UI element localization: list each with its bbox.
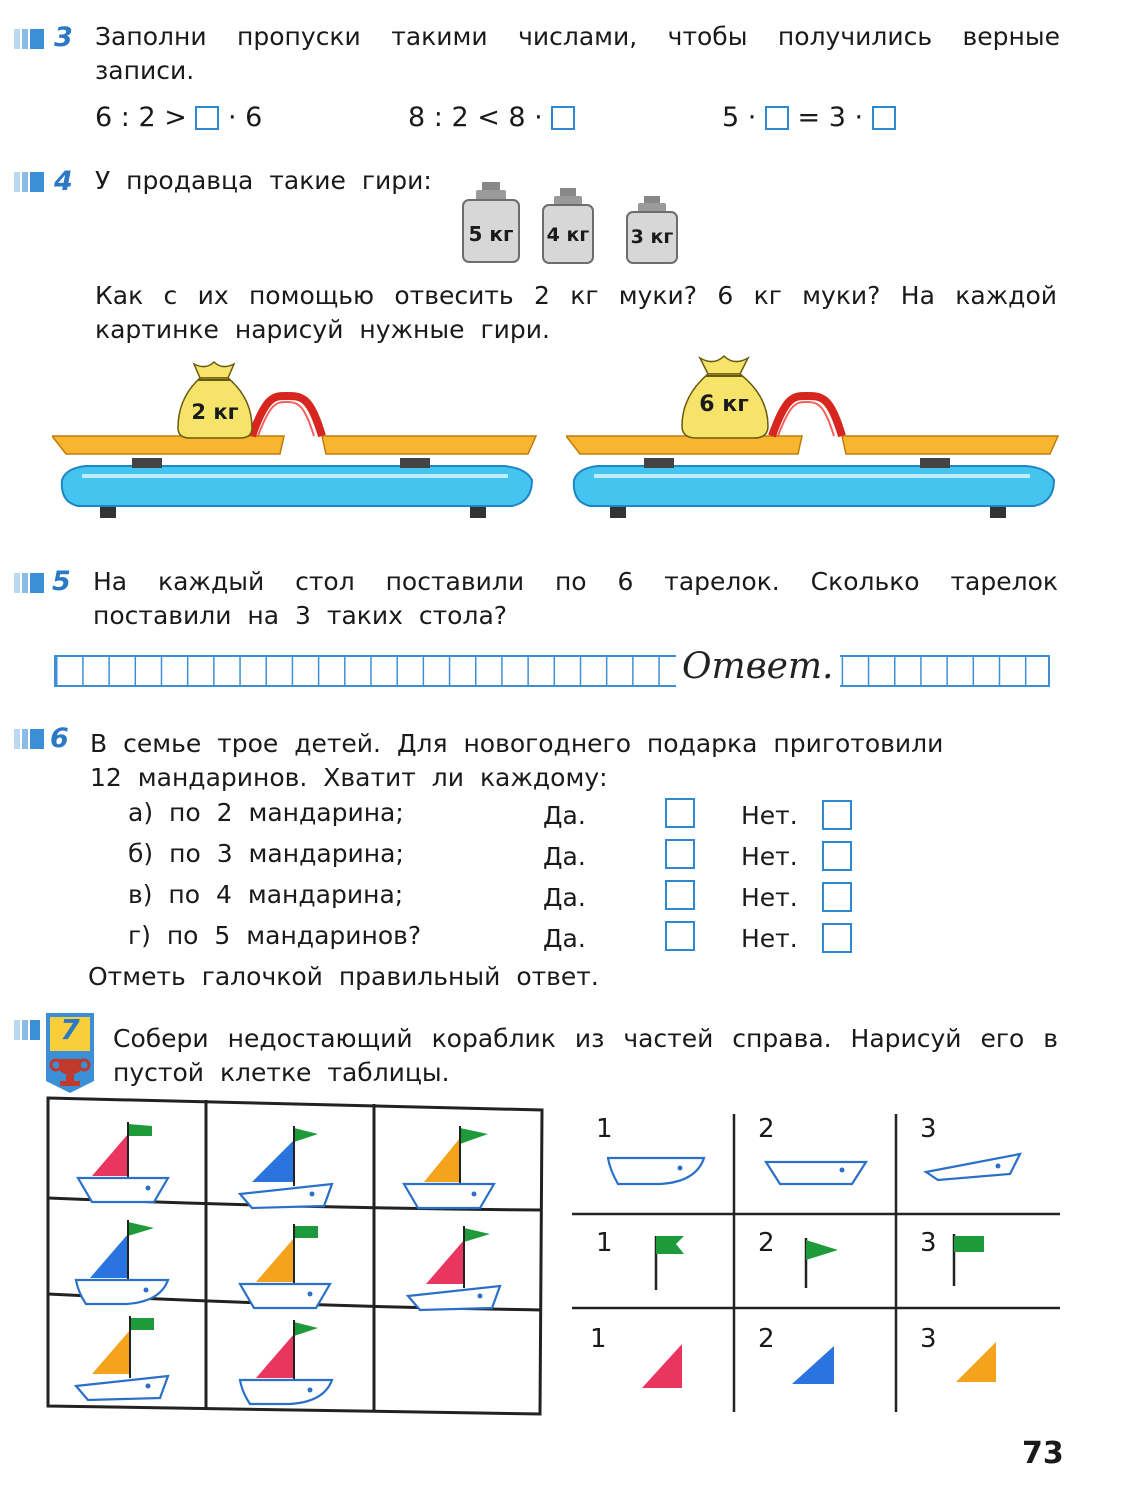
task-3-expression-1: 6 : 2 > · 6 — [95, 102, 262, 133]
hull-part — [763, 1160, 869, 1186]
yes-checkbox[interactable] — [665, 921, 695, 951]
yes-checkbox[interactable] — [665, 880, 695, 910]
no-checkbox[interactable] — [822, 882, 852, 912]
parts-table — [572, 1114, 1060, 1412]
flag-part — [952, 1234, 984, 1286]
option-yes-label: Да. — [543, 842, 586, 871]
bag-label: 2 кг — [191, 400, 239, 424]
hull-part — [606, 1156, 706, 1186]
task-3-marker — [14, 29, 44, 49]
yes-checkbox[interactable] — [665, 798, 695, 828]
empty-drawing-cell[interactable] — [378, 1314, 536, 1410]
task-4-marker — [14, 172, 44, 192]
task-6-text: В семье трое детей. Для новогоднего пода… — [90, 729, 944, 792]
option-label: а) по 2 мандарина; — [128, 798, 404, 827]
boat — [238, 1320, 334, 1406]
weight-5kg: 5 кг — [460, 180, 522, 266]
weight-label: 5 кг — [468, 222, 514, 246]
answer-cell-row[interactable] — [54, 655, 1050, 687]
task-3-number: 3 — [54, 22, 73, 53]
sail-part — [642, 1344, 682, 1388]
boat — [402, 1126, 496, 1210]
option-yes-label: Да. — [543, 801, 586, 830]
part-number-flag-3: 3 — [920, 1228, 937, 1258]
boat — [238, 1224, 332, 1310]
task-5-marker — [14, 573, 44, 593]
expr3-mid: = 3 · — [797, 102, 864, 133]
task-5-text: На каждый стол поставили по 6 тарелок. С… — [93, 567, 1058, 630]
option-label: г) по 5 мандаринов? — [128, 921, 422, 950]
boat — [406, 1226, 502, 1312]
part-number-flag-1: 1 — [596, 1228, 613, 1258]
expr2-left: 8 : 2 < 8 · — [408, 102, 543, 133]
hull-part — [923, 1152, 1022, 1182]
answer-box[interactable] — [871, 106, 896, 130]
boat — [74, 1220, 170, 1306]
option-yes-label: Да. — [543, 924, 586, 953]
option-no-label: Нет. — [741, 883, 798, 912]
task-4-question: Как с их помощью отвесить 2 кг муки? 6 к… — [95, 281, 1057, 344]
flag-part — [804, 1238, 838, 1288]
option-no-label: Нет. — [741, 801, 798, 830]
option-label: б) по 3 мандарина; — [128, 839, 404, 868]
boat — [76, 1122, 170, 1204]
task-3-expression-3: 5 · = 3 · — [722, 102, 896, 133]
answer-label: Ответ. — [676, 646, 840, 687]
scale-1[interactable]: 2 кг — [52, 356, 538, 522]
flour-bag — [681, 354, 769, 439]
weight-3kg: 3 кг — [624, 194, 680, 266]
option-no-label: Нет. — [741, 924, 798, 953]
task-3-text: Заполни пропуски такими числами, чтобы п… — [95, 22, 1060, 85]
task-4-intro: У продавца такие гири: — [95, 166, 432, 195]
yes-checkbox[interactable] — [665, 839, 695, 869]
task-6-marker — [14, 729, 44, 749]
bag-label: 6 кг — [699, 392, 749, 417]
no-checkbox[interactable] — [822, 800, 852, 830]
task-7-number: 7 — [60, 1013, 80, 1046]
part-number-sail-1: 1 — [590, 1324, 607, 1354]
part-number-hull-3: 3 — [920, 1114, 937, 1144]
part-number-hull-1: 1 — [596, 1114, 613, 1144]
expr3-left: 5 · — [722, 102, 757, 133]
task-3-expression-2: 8 : 2 < 8 · — [408, 102, 576, 133]
part-number-flag-2: 2 — [758, 1228, 775, 1258]
no-checkbox[interactable] — [822, 923, 852, 953]
answer-box[interactable] — [764, 106, 789, 130]
task-7-text: Собери недостающий кораблик из частей сп… — [113, 1024, 1058, 1087]
boat-table — [46, 1096, 544, 1416]
option-yes-label: Да. — [543, 883, 586, 912]
part-number-sail-2: 2 — [758, 1324, 775, 1354]
no-checkbox[interactable] — [822, 841, 852, 871]
task-6-number: 6 — [50, 723, 69, 754]
boat — [238, 1126, 334, 1210]
task-4-number: 4 — [54, 166, 73, 197]
page-number: 73 — [1022, 1436, 1064, 1471]
answer-box[interactable] — [551, 106, 576, 130]
weight-label: 4 кг — [546, 224, 590, 246]
option-label: в) по 4 мандарина; — [128, 880, 404, 909]
sail-part — [792, 1346, 834, 1384]
boat — [74, 1316, 170, 1402]
part-number-hull-2: 2 — [758, 1114, 775, 1144]
task-5-number: 5 — [52, 566, 71, 597]
trophy-badge: 7 — [44, 1013, 96, 1093]
flag-part — [654, 1236, 684, 1290]
answer-box[interactable] — [195, 106, 220, 130]
expr1-right: · 6 — [228, 102, 263, 133]
option-no-label: Нет. — [741, 842, 798, 871]
flour-bag — [177, 360, 253, 439]
sail-part — [956, 1342, 996, 1382]
weight-4kg: 4 кг — [540, 186, 596, 266]
weight-label: 3 кг — [630, 226, 674, 248]
part-number-sail-3: 3 — [920, 1324, 937, 1354]
expr1-left: 6 : 2 > — [95, 102, 187, 133]
task-7-marker — [14, 1020, 40, 1040]
scale-2[interactable]: 6 кг — [566, 352, 1060, 522]
task-6-instruction: Отметь галочкой правильный ответ. — [88, 962, 599, 991]
